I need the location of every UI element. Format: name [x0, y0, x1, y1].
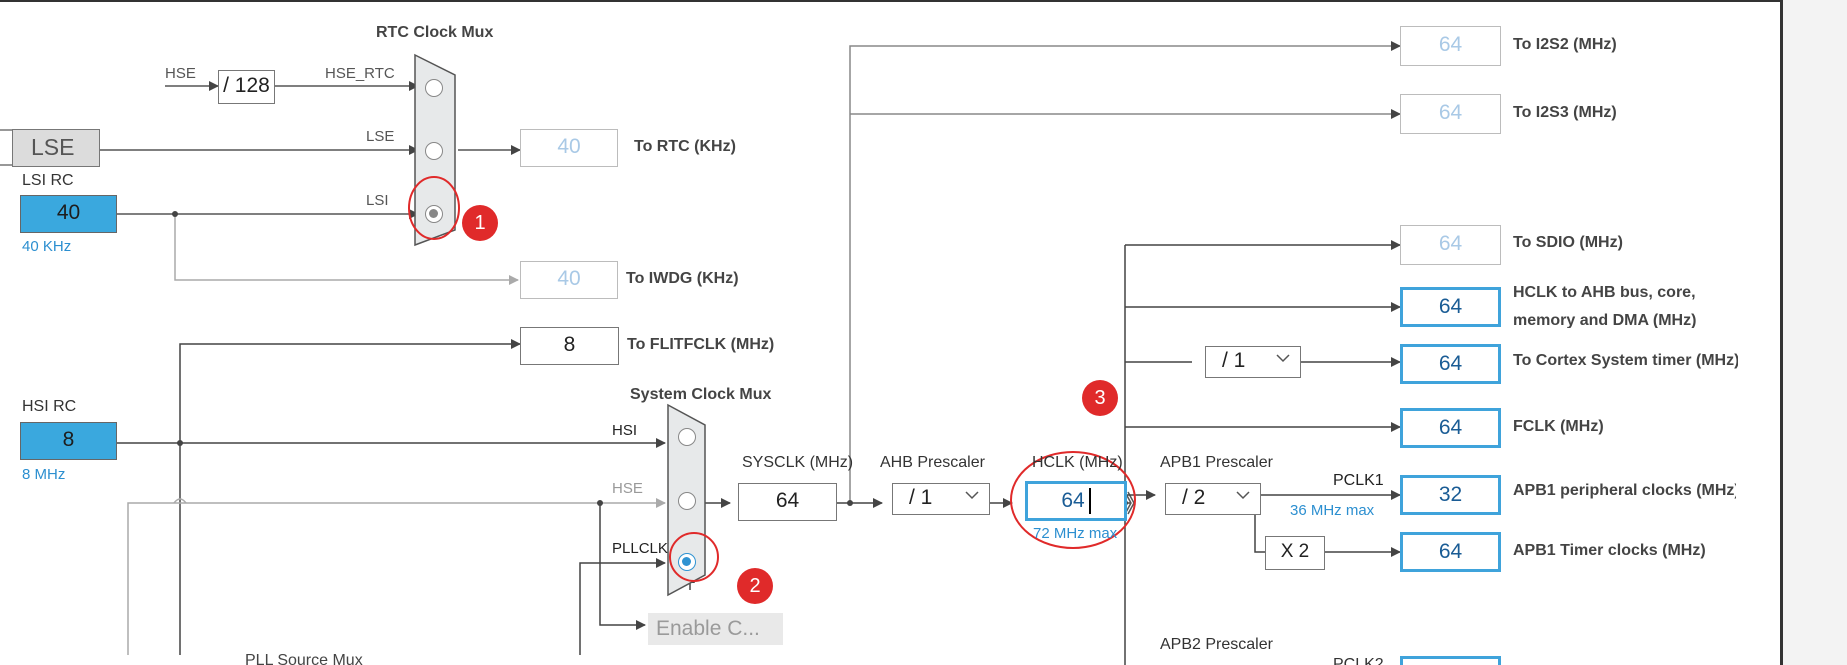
lsi-rc-title: LSI RC [22, 172, 74, 189]
hclk-label: HCLK (MHz) [1032, 454, 1123, 471]
apb1-peripheral-label: APB1 peripheral clocks (MHz) [1513, 482, 1736, 499]
sysclk-label: SYSCLK (MHz) [742, 454, 854, 471]
to-rtc-value[interactable]: 40 [520, 129, 618, 167]
cortex-timer-label: To Cortex System timer (MHz) [1513, 352, 1738, 369]
apb1-max: 36 MHz max [1290, 502, 1375, 519]
enable-css-button[interactable]: Enable C... [648, 613, 783, 645]
system-radio-hsi[interactable] [678, 428, 696, 446]
pll-source-mux-label: PLL Source Mux [245, 652, 363, 665]
system-mux-hse-label: HSE [612, 480, 643, 497]
rtc-radio-lse[interactable] [425, 142, 443, 160]
cortex-label-clip: To Cortex System timer (MHz) [1513, 350, 1738, 376]
apb1-prescaler-value: / 2 [1182, 486, 1206, 509]
annotation-badge-3: 3 [1082, 380, 1118, 416]
system-radio-pllclk[interactable] [678, 553, 696, 571]
chevron-down-icon [1276, 354, 1290, 363]
rtc-radio-lsi[interactable] [425, 205, 443, 223]
rtc-lse-label: LSE [366, 128, 395, 145]
lsi-rc-value[interactable]: 40 [20, 195, 117, 233]
rtc-mux-title: RTC Clock Mux [376, 24, 494, 41]
apb1-timer-value[interactable]: 64 [1400, 532, 1501, 572]
to-flitfclk-value[interactable]: 8 [520, 327, 619, 365]
to-flitfclk-label: To FLITFCLK (MHz) [627, 336, 775, 353]
hse-divider-128: / 128 [218, 70, 275, 104]
to-iwdg-value[interactable]: 40 [520, 261, 618, 299]
sysclk-value[interactable]: 64 [738, 483, 837, 521]
system-mux-hsi-label: HSI [612, 422, 638, 439]
rtc-radio-hse[interactable] [425, 79, 443, 97]
cortex-divider-value: / 1 [1222, 349, 1246, 372]
apb1-peripheral-value[interactable]: 32 [1400, 475, 1501, 515]
system-mux-title: System Clock Mux [630, 386, 772, 403]
cortex-timer-value[interactable]: 64 [1400, 344, 1501, 384]
annotation-badge-2: 2 [737, 568, 773, 604]
ahb-prescaler-select[interactable]: / 1 [892, 483, 990, 515]
chevron-down-icon [1236, 491, 1250, 500]
rtc-hse-label: HSE [165, 65, 196, 82]
hsi-rc-freq: 8 MHz [22, 466, 66, 483]
text-cursor [1088, 488, 1091, 515]
pclk2-label: PCLK2 [1333, 656, 1384, 665]
fclk-label: FCLK (MHz) [1513, 418, 1604, 435]
system-mux-pllclk-label: PLLCLK [612, 540, 668, 557]
apb1-prescaler-select[interactable]: / 2 [1165, 483, 1261, 515]
hclk-value-input[interactable]: 64 [1025, 481, 1127, 521]
to-i2s2-label: To I2S2 (MHz) [1513, 36, 1617, 53]
to-rtc-label: To RTC (KHz) [634, 138, 736, 155]
fclk-value[interactable]: 64 [1400, 408, 1501, 448]
hsi-rc-value[interactable]: 8 [20, 422, 117, 460]
hclk-ahb-label: HCLK to AHB bus, core, [1513, 286, 1696, 301]
cortex-divider-select[interactable]: / 1 [1205, 346, 1301, 378]
hclk-ahb-label-clip: HCLK to AHB bus, core, memory and DMA (M… [1513, 286, 1733, 328]
annotation-badge-1: 1 [462, 205, 498, 241]
to-iwdg-label: To IWDG (KHz) [626, 270, 739, 287]
apb1-timer-multiplier: X 2 [1265, 536, 1325, 570]
to-i2s3-label: To I2S3 (MHz) [1513, 104, 1617, 121]
pclk1-label: PCLK1 [1333, 472, 1384, 489]
apb2-prescaler-label: APB2 Prescaler [1160, 636, 1273, 653]
apb1-timer-label: APB1 Timer clocks (MHz) [1513, 542, 1706, 559]
chevron-down-icon [965, 491, 979, 500]
apb1-prescaler-label: APB1 Prescaler [1160, 454, 1273, 471]
hclk-ahb-label-line2: memory and DMA (MHz) [1513, 312, 1697, 328]
lsi-rc-freq: 40 KHz [22, 238, 72, 255]
ahb-prescaler-label: AHB Prescaler [880, 454, 985, 471]
hclk-max: 72 MHz max [1033, 525, 1118, 542]
hclk-value: 64 [1061, 489, 1085, 512]
hclk-ahb-value[interactable]: 64 [1400, 287, 1501, 327]
to-i2s3-value[interactable]: 64 [1400, 94, 1501, 134]
lse-block: LSE [12, 129, 100, 167]
to-i2s2-value[interactable]: 64 [1400, 26, 1501, 66]
to-sdio-label: To SDIO (MHz) [1513, 234, 1623, 251]
to-sdio-value[interactable]: 64 [1400, 225, 1501, 265]
apb2-output-partial [1400, 656, 1501, 665]
rtc-lsi-label: LSI [366, 192, 389, 209]
ahb-prescaler-value: / 1 [909, 486, 933, 509]
system-radio-hse[interactable] [678, 492, 696, 510]
apb1-peripheral-label-clip: APB1 peripheral clocks (MHz) [1513, 480, 1736, 506]
hsi-rc-title: HSI RC [22, 398, 77, 415]
rtc-hse-rtc-label: HSE_RTC [325, 65, 395, 82]
